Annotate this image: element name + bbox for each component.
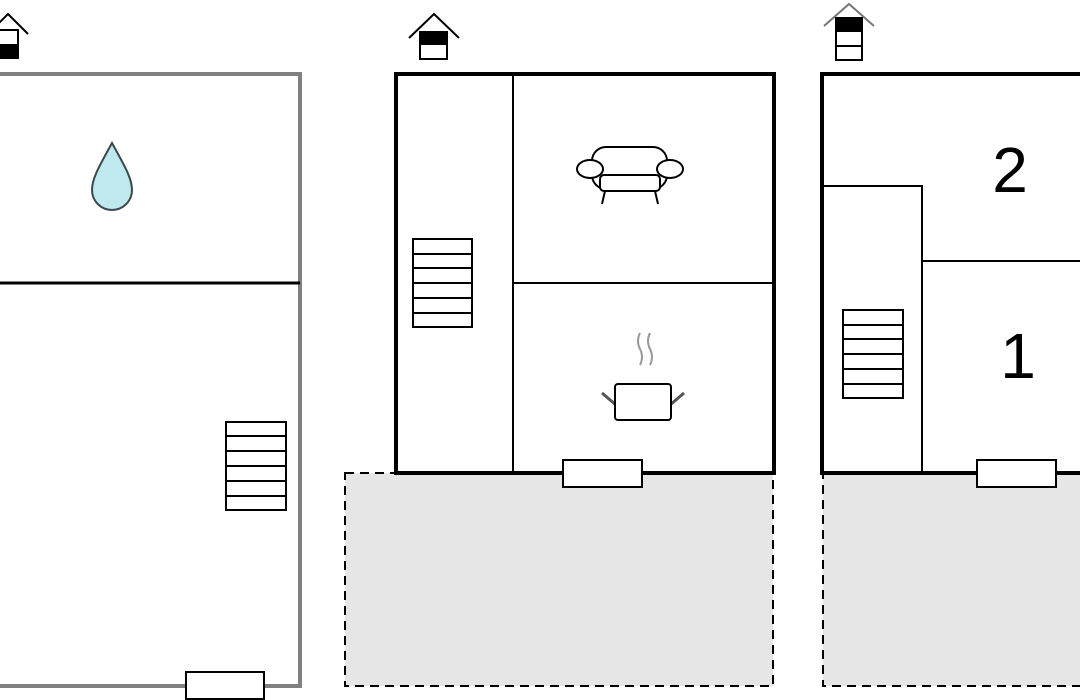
door-icon [976, 459, 1057, 488]
house-floor-icon [408, 12, 460, 60]
door-icon [185, 671, 265, 700]
water-drop-icon [90, 140, 134, 211]
stairs-icon [412, 238, 473, 328]
bedroom-number: 1 [1000, 320, 1036, 392]
floor-plan-ground [0, 12, 302, 700]
floor-outline [0, 72, 302, 688]
sofa-icon [576, 146, 684, 205]
floor-plan-upper: 2 1 [820, 2, 1080, 687]
house-floor-icon [0, 12, 29, 59]
house-floor-icon [823, 2, 875, 61]
bedroom-number: 2 [992, 134, 1028, 206]
terrace-area [344, 472, 774, 687]
door-icon [562, 459, 643, 488]
floor-plan-middle [344, 12, 776, 687]
cooking-pot-icon [601, 332, 685, 421]
stairs-icon [842, 309, 904, 399]
terrace-area [822, 472, 1080, 687]
stairs-icon [225, 421, 287, 511]
room-divider [822, 185, 923, 473]
floor-outline [820, 72, 1080, 475]
